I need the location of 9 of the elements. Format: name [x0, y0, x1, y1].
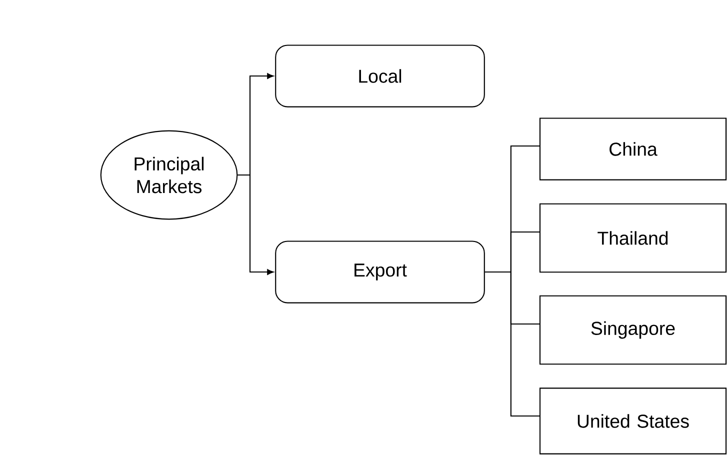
- rounded-box: Export: [275, 240, 485, 304]
- connector: [484, 271, 540, 417]
- box: China: [539, 118, 727, 180]
- rounded-box: Local: [275, 44, 485, 108]
- ellipse-node: Principal Markets: [100, 130, 238, 220]
- box: United States: [539, 388, 727, 454]
- box: Thailand: [539, 203, 727, 273]
- connector: [238, 174, 274, 275]
- box: Singapore: [539, 295, 727, 365]
